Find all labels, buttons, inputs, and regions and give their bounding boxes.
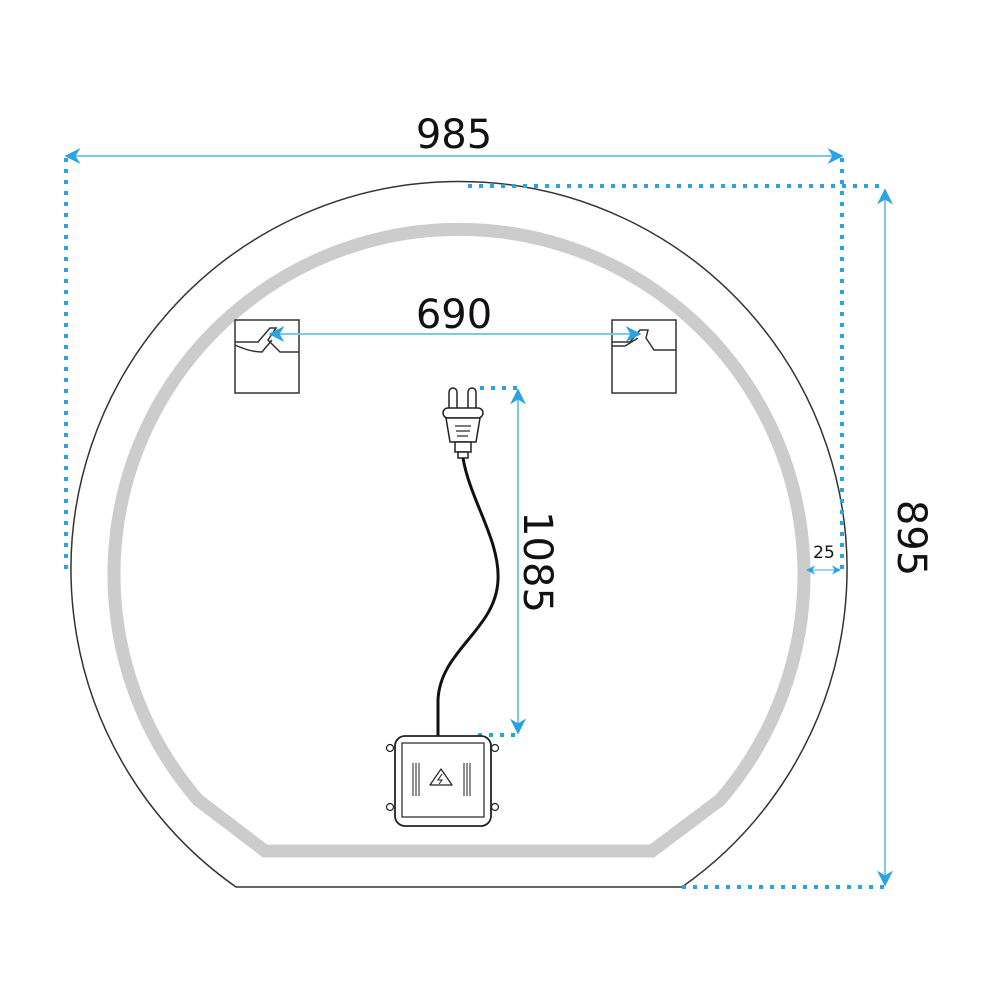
mirror-outline [70, 180, 848, 888]
width-label: 985 [416, 112, 492, 158]
height-dimension: 895 [468, 184, 934, 889]
left-wall-hanger [234, 319, 300, 394]
width-dimension: 985 [64, 112, 844, 572]
high-voltage-icon [429, 768, 453, 786]
cable-length-label: 1085 [514, 511, 560, 613]
driver-box [385, 735, 500, 827]
right-wall-hanger [611, 319, 677, 394]
cable-length-dimension: 1085 [478, 386, 560, 737]
height-label: 895 [888, 500, 934, 576]
hanger-spacing-label: 690 [416, 292, 492, 338]
power-cable [436, 457, 500, 738]
hanger-spacing-dimension: 690 [268, 292, 642, 342]
border-label: 25 [813, 543, 835, 563]
led-strip [107, 222, 811, 858]
border-dimension: 25 [806, 543, 841, 575]
power-plug [442, 387, 484, 459]
